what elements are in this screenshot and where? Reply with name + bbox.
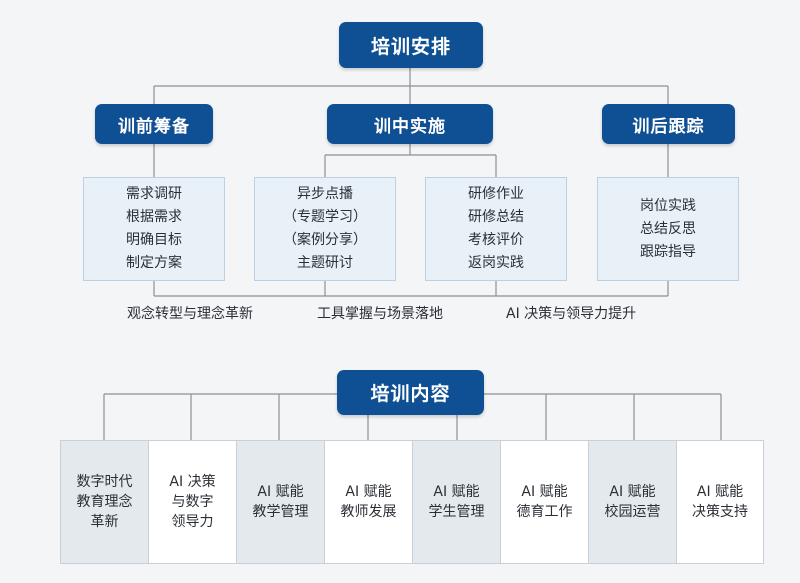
module-line: AI 赋能 xyxy=(345,484,392,500)
phase-pre-training: 训前筹备 xyxy=(95,104,213,144)
phase-box-item: 根据需求 xyxy=(126,209,182,225)
phase-during-training: 训中实施 xyxy=(327,104,493,144)
phase-box-item: 考核评价 xyxy=(468,232,524,248)
phase-box-item: 研修作业 xyxy=(468,186,524,202)
content-module-7: AI 赋能 校园运营 xyxy=(588,440,677,564)
phase-box-item: 需求调研 xyxy=(126,186,182,202)
module-line: 与数字 xyxy=(171,494,214,510)
outcome-tools: 工具掌握与场景落地 xyxy=(317,306,443,322)
module-line: 教学管理 xyxy=(252,504,309,520)
phase-box-post: 岗位实践 总结反思 跟踪指导 xyxy=(597,177,739,281)
phase-box-item: 跟踪指导 xyxy=(640,243,696,260)
module-line: AI 赋能 xyxy=(433,484,480,500)
phase-box-item: 制定方案 xyxy=(126,255,182,271)
content-module-3: AI 赋能 教学管理 xyxy=(236,440,325,564)
module-line: AI 赋能 xyxy=(609,484,656,500)
schedule-title: 培训安排 xyxy=(339,22,483,68)
phase-box-item: （案例分享） xyxy=(283,232,367,248)
phase-post-training: 训后跟踪 xyxy=(602,104,735,144)
phase-box-assessment: 研修作业 研修总结 考核评价 返岗实践 xyxy=(425,177,567,281)
module-line: AI 赋能 xyxy=(696,484,744,500)
module-line: 学生管理 xyxy=(428,504,485,520)
phase-box-item: 研修总结 xyxy=(468,209,524,225)
content-module-1: 数字时代 教育理念 革新 xyxy=(60,440,149,564)
module-line: 校园运营 xyxy=(604,504,661,520)
module-line: 德育工作 xyxy=(516,504,573,520)
outcome-leadership: AI 决策与领导力提升 xyxy=(506,306,637,322)
module-line: 革新 xyxy=(90,514,119,530)
content-module-5: AI 赋能 学生管理 xyxy=(412,440,501,564)
phase-box-item: 明确目标 xyxy=(126,232,182,248)
phase-box-item: 岗位实践 xyxy=(640,197,696,214)
outcome-mindset: 观念转型与理念革新 xyxy=(127,306,253,322)
module-line: 决策支持 xyxy=(692,504,748,520)
content-title: 培训内容 xyxy=(337,370,484,415)
phase-box-online: 异步点播 （专题学习） （案例分享） 主题研讨 xyxy=(254,177,396,281)
phase-box-item: 总结反思 xyxy=(640,220,696,237)
module-line: 教育理念 xyxy=(76,494,133,510)
module-line: 领导力 xyxy=(171,514,214,530)
module-line: 教师发展 xyxy=(340,504,397,520)
content-module-4: AI 赋能 教师发展 xyxy=(324,440,413,564)
phase-box-pre: 需求调研 根据需求 明确目标 制定方案 xyxy=(83,177,225,281)
content-module-8: AI 赋能 决策支持 xyxy=(676,440,764,564)
content-module-2: AI 决策 与数字 领导力 xyxy=(148,440,237,564)
module-line: AI 赋能 xyxy=(257,484,304,500)
module-line: 数字时代 xyxy=(76,474,133,490)
module-line: AI 赋能 xyxy=(521,484,568,500)
phase-box-item: （专题学习） xyxy=(283,209,367,225)
phase-box-item: 主题研讨 xyxy=(297,255,353,271)
phase-box-item: 异步点播 xyxy=(297,186,353,202)
phase-box-item: 返岗实践 xyxy=(468,255,524,271)
content-module-6: AI 赋能 德育工作 xyxy=(500,440,589,564)
module-line: AI 决策 xyxy=(169,474,216,490)
